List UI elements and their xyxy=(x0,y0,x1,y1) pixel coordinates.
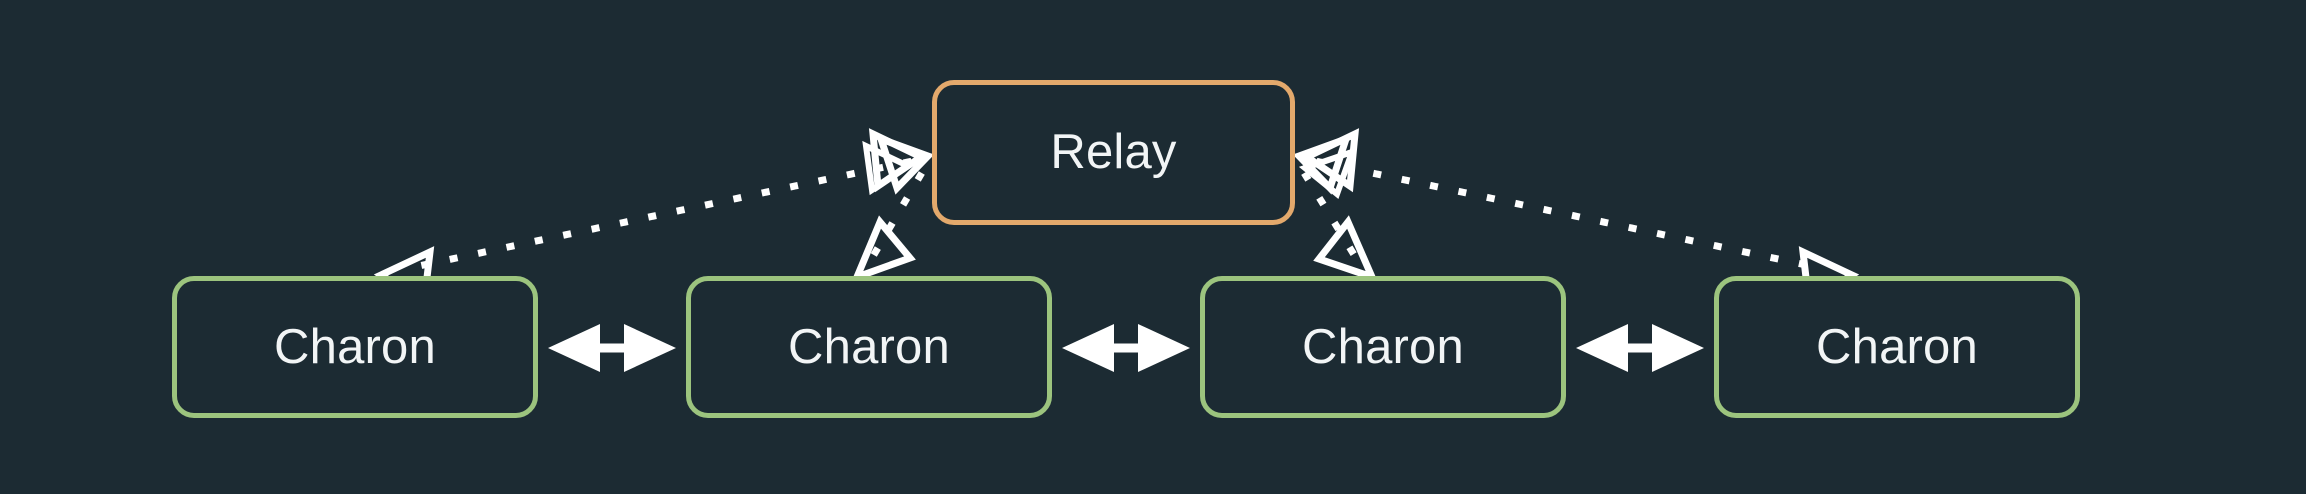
edge-charon3-charon4 xyxy=(1576,324,1704,372)
node-charon-3[interactable]: Charon xyxy=(1200,276,1566,418)
edge-relay-charon2 xyxy=(850,133,935,283)
node-charon-2-label: Charon xyxy=(788,319,950,374)
edge-charon1-charon2 xyxy=(548,324,676,372)
node-charon-4-label: Charon xyxy=(1816,319,1978,374)
node-charon-3-label: Charon xyxy=(1302,319,1464,374)
node-charon-1-label: Charon xyxy=(274,319,436,374)
edge-charon2-charon3 xyxy=(1062,324,1190,372)
node-charon-1[interactable]: Charon xyxy=(172,276,538,418)
node-relay[interactable]: Relay xyxy=(932,80,1295,225)
node-charon-4[interactable]: Charon xyxy=(1714,276,2080,418)
node-charon-2[interactable]: Charon xyxy=(686,276,1052,418)
node-relay-label: Relay xyxy=(1050,125,1177,179)
